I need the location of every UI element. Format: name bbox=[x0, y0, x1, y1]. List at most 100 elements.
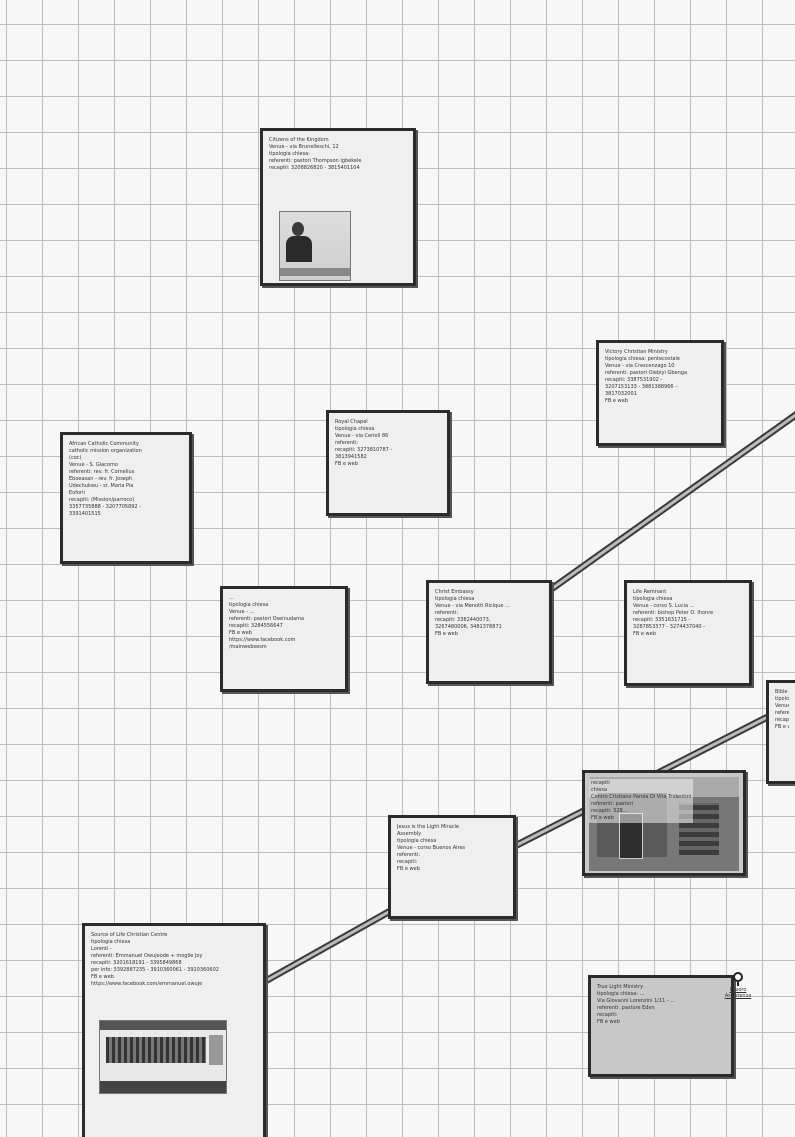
node-line: recapiti: 3208826820 - 3815401104 bbox=[269, 165, 360, 171]
node-line: per info: 3392887235 - 3910360061 - 3910… bbox=[91, 967, 219, 973]
node-line: recapiti bbox=[591, 780, 610, 786]
node-line: recapiti: (Mission/parroco) bbox=[69, 497, 135, 503]
node-line: chiesa bbox=[591, 787, 608, 793]
node-unnamed-church[interactable]: ... tipologia chiesa Venue - ... referen… bbox=[220, 586, 348, 692]
node-line: recapiti: 328... bbox=[591, 808, 628, 814]
node-bible-church[interactable]: Bible c... tipologia Venue - referenti r… bbox=[766, 680, 795, 784]
node-line: referenti: Emmanuel Owujeode + moglie Jo… bbox=[91, 953, 203, 959]
node-line: Venue - ... bbox=[229, 609, 255, 615]
pin-label[interactable]: Assistenza bbox=[724, 993, 752, 999]
node-line: FB e web bbox=[633, 631, 656, 637]
node-line: FB e web bbox=[605, 398, 628, 404]
node-line: Venue - corso Buenos Aires bbox=[397, 845, 466, 851]
node-line: referenti: pastori Thompson Igbekele bbox=[269, 158, 362, 164]
flyer-photo bbox=[99, 1020, 227, 1094]
node-line: https://www.facebook.com/emmanuel.owuje bbox=[91, 981, 203, 987]
node-jesus-is-the-light[interactable]: Jesus is the Light Miracle Assembly tipo… bbox=[388, 815, 516, 919]
node-line: FB e web bbox=[229, 630, 252, 636]
node-title: ... bbox=[229, 595, 234, 601]
node-line: tipologia chiesa: pentecostale bbox=[605, 356, 680, 362]
pin-label[interactable]: Lavoro bbox=[729, 987, 747, 993]
node-citizens-of-the-kingdom[interactable]: Citizens of the Kingdom Venue - via Brun… bbox=[260, 128, 416, 286]
node-line: FB e web bbox=[597, 1019, 620, 1025]
node-african-catholic-community[interactable]: African Catholic Community catholic miss… bbox=[60, 432, 192, 564]
node-title: Citizens of the Kingdom bbox=[269, 137, 329, 143]
node-title: Jesus is the Light Miracle bbox=[397, 824, 460, 830]
node-title: Royal Chapel bbox=[335, 419, 368, 425]
portrait-photo bbox=[279, 211, 351, 281]
location-pin-icon bbox=[733, 972, 743, 982]
node-line: referenti: pastori bbox=[591, 801, 633, 807]
node-life-remnant[interactable]: Life Remnant tipologia chiesa Venue - co… bbox=[624, 580, 752, 686]
node-line: catholic mission organization bbox=[69, 448, 142, 454]
node-line: Venue - via Crescenzago 10 bbox=[605, 363, 675, 369]
node-line: Venue - via Cerioli 86 bbox=[335, 433, 389, 439]
node-line: Venue - S. Giacomo bbox=[69, 462, 118, 468]
node-line: https://www.facebook.com bbox=[229, 637, 296, 643]
node-title: True Light Ministry bbox=[597, 984, 644, 990]
node-line: (coc) bbox=[69, 455, 82, 461]
node-line: Venue - via Brunelleschi, 12 bbox=[269, 144, 339, 150]
node-line: referenti bbox=[775, 710, 789, 716]
node-title: Source of Life Christian Centre bbox=[91, 932, 168, 938]
node-line: referenti: pastore Eden bbox=[597, 1005, 655, 1011]
node-line: tipologia chiesa bbox=[397, 838, 437, 844]
node-line: Venue - corso S. Lucia ... bbox=[633, 603, 695, 609]
node-source-of-life[interactable]: Source of Life Christian Centre tipologi… bbox=[82, 923, 266, 1137]
node-victory-christian-ministry[interactable]: Victory Christian Ministry tipologia chi… bbox=[596, 340, 724, 446]
node-line: tipologia chiesa: ... bbox=[597, 991, 645, 997]
node-title: African Catholic Community bbox=[69, 441, 139, 447]
node-line: 3267480006, 3481378871 bbox=[435, 624, 502, 630]
node-line: FB e w... bbox=[775, 724, 789, 730]
node-line: referenti: bbox=[335, 440, 359, 446]
node-photo-church[interactable]: recapiti chiesa Centro Cristiano Parola … bbox=[582, 770, 746, 876]
node-line: Via Giovanni Lorenzini 1/11 - ... bbox=[597, 998, 676, 1004]
pin-stem bbox=[737, 982, 739, 986]
node-line: recapiti: bbox=[597, 1012, 618, 1018]
node-line: FB e web bbox=[591, 815, 614, 821]
node-line: 3207153133 - 3881388966 - bbox=[605, 384, 677, 390]
node-line: recapiti bbox=[775, 717, 789, 723]
node-line: tipologia chiesa bbox=[435, 596, 475, 602]
node-line: Assembly bbox=[397, 831, 422, 837]
node-line: recapiti: 3387531902 - bbox=[605, 377, 663, 383]
node-line: Eboeasan - rev. fr. Joseph bbox=[69, 476, 133, 482]
node-line: 3287853377 - 3274437040 - bbox=[633, 624, 705, 630]
node-line: recapiti: 3273810787 - bbox=[335, 447, 393, 453]
node-line: 3357735888 - 3207705892 - bbox=[69, 504, 141, 510]
node-line: tipologia chiesa bbox=[335, 426, 375, 432]
node-true-light-ministry[interactable]: True Light Ministry tipologia chiesa: ..… bbox=[588, 975, 734, 1077]
node-line: tipologia bbox=[775, 696, 789, 702]
node-line: referenti: bbox=[397, 852, 421, 858]
node-line: referenti: pastori Oseinudama bbox=[229, 616, 305, 622]
node-line: 3813941582 bbox=[335, 454, 367, 460]
connector-source-to-jesus bbox=[260, 906, 394, 987]
node-line: recapiti: 3201618191 - 3395849868 bbox=[91, 960, 182, 966]
node-line: tipologia chiesa bbox=[633, 596, 673, 602]
node-title: Christ Embassy bbox=[435, 589, 474, 595]
node-line: referenti: bbox=[435, 610, 459, 616]
node-title: Bible c... bbox=[775, 689, 789, 695]
node-line: FB e web bbox=[435, 631, 458, 637]
node-line: Venue - bbox=[775, 703, 789, 709]
connector-christ-to-victory bbox=[547, 411, 795, 593]
node-line: Venue - via Menotti Ricique ... bbox=[435, 603, 510, 609]
node-line: tipologia chiesa: bbox=[269, 151, 310, 157]
node-line: /mainwebsesm bbox=[229, 644, 267, 650]
map-pin[interactable]: Lavoro Assistenza bbox=[718, 972, 758, 999]
node-line: referenti: pastori Olebiyi Gbenga bbox=[605, 370, 688, 376]
node-christ-embassy[interactable]: Christ Embassy tipologia chiesa Venue - … bbox=[426, 580, 552, 684]
node-line: FB e web bbox=[335, 461, 358, 467]
node-line: referenti: bishop Peter O. Ihonre bbox=[633, 610, 714, 616]
node-line: referenti: rev. fr. Cornelius bbox=[69, 469, 135, 475]
node-line: Eoforii bbox=[69, 490, 85, 496]
node-line: Lorenti - bbox=[91, 946, 112, 952]
node-line: tipologia chiesa bbox=[229, 602, 269, 608]
node-title: Centro Cristiano Parola Di Vita Tridenti… bbox=[591, 794, 692, 800]
node-line: recapiti: 3382440073, bbox=[435, 617, 491, 623]
node-line: recapiti: 3284556647 bbox=[229, 623, 283, 629]
node-royal-chapel[interactable]: Royal Chapel tipologia chiesa Venue - vi… bbox=[326, 410, 450, 516]
node-line: recapiti: bbox=[397, 859, 418, 865]
node-line: FB e web bbox=[91, 974, 114, 980]
